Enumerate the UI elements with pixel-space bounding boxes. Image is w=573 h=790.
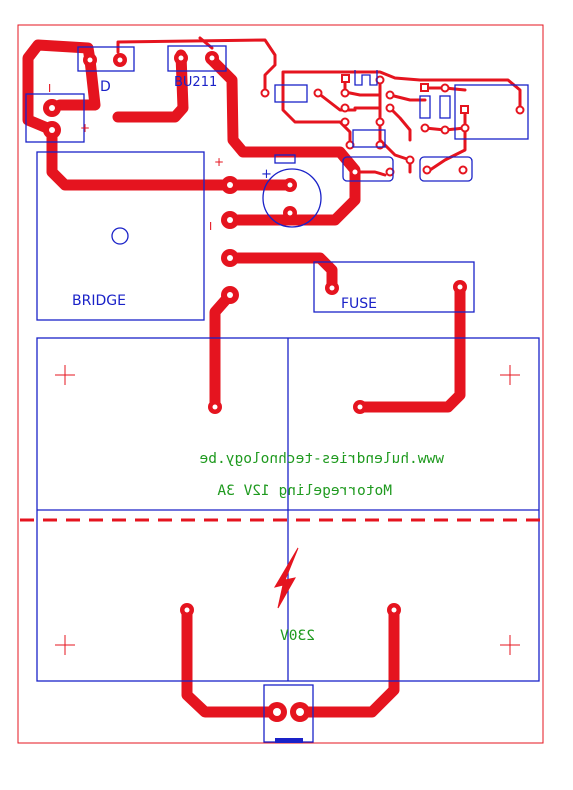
label-plus-left: +	[80, 121, 90, 135]
cross-mark	[55, 365, 75, 385]
text-voltage: 230V	[280, 628, 315, 644]
transistor-outline	[167, 45, 227, 72]
diode-small-outline	[439, 95, 451, 119]
trace-left-loop	[281, 76, 352, 147]
trace-ic-8	[428, 108, 467, 172]
mounting-hole	[111, 227, 129, 245]
power-traces	[22, 39, 466, 718]
label-diode: D	[100, 79, 111, 95]
label-transistor: BU211	[174, 75, 217, 90]
trace-bridge-transformer	[209, 289, 236, 413]
relay-outline	[454, 84, 529, 140]
trace-mains-right	[294, 604, 400, 718]
mounting-crosses	[55, 365, 520, 655]
trace-ic-5	[388, 106, 412, 142]
trace-transistor-down	[112, 49, 189, 123]
capacitor-outline	[262, 168, 322, 228]
mains-connector-tab	[275, 738, 303, 743]
label-plus-cap: +	[261, 167, 272, 182]
label-minus-left: I	[48, 82, 51, 95]
trace-transistor-cap	[206, 54, 361, 226]
pad-holes	[49, 55, 463, 716]
mirrored-copper-text: www.hulendries-technology.be Motorregeli…	[200, 451, 444, 644]
trace-bridge-fuse	[224, 252, 338, 294]
trace-ic-9	[353, 170, 387, 177]
trace-top-bus	[116, 38, 277, 95]
cross-mark	[55, 635, 75, 655]
trace-diode-connector	[54, 54, 101, 111]
label-fuse: FUSE	[341, 296, 377, 312]
text-title: Motorregeling 12V 3A	[217, 483, 392, 499]
trace-connector-bridge	[46, 124, 296, 191]
trace-mains-left	[181, 604, 281, 718]
label-bridge: BRIDGE	[72, 293, 126, 309]
trace-diode-loop	[22, 39, 96, 136]
fuse-outline	[313, 261, 475, 313]
trace-fuse-transformer	[354, 281, 466, 413]
trace-top-right	[281, 70, 522, 112]
cross-mark	[500, 635, 520, 655]
input-connector-outline	[25, 93, 85, 143]
lightning-bolt-icon	[273, 547, 299, 609]
silkscreen	[25, 45, 540, 743]
trace-r1	[316, 91, 357, 112]
trace-ic-1	[343, 76, 382, 97]
diode-small-outline	[419, 95, 431, 119]
bridge-outline	[36, 151, 205, 321]
ic-notch-outline	[354, 70, 378, 86]
ic-outline	[274, 154, 296, 164]
text-website: www.hulendries-technology.be	[200, 451, 444, 467]
diode-outline	[77, 46, 135, 72]
component-outline	[419, 156, 473, 182]
trimmer-outline	[352, 129, 386, 148]
resistor-outline	[274, 84, 308, 103]
label-plus-top: +	[214, 155, 224, 169]
label-minus-cap: I	[209, 220, 212, 233]
component-outline	[342, 156, 394, 182]
cross-mark	[500, 365, 520, 385]
